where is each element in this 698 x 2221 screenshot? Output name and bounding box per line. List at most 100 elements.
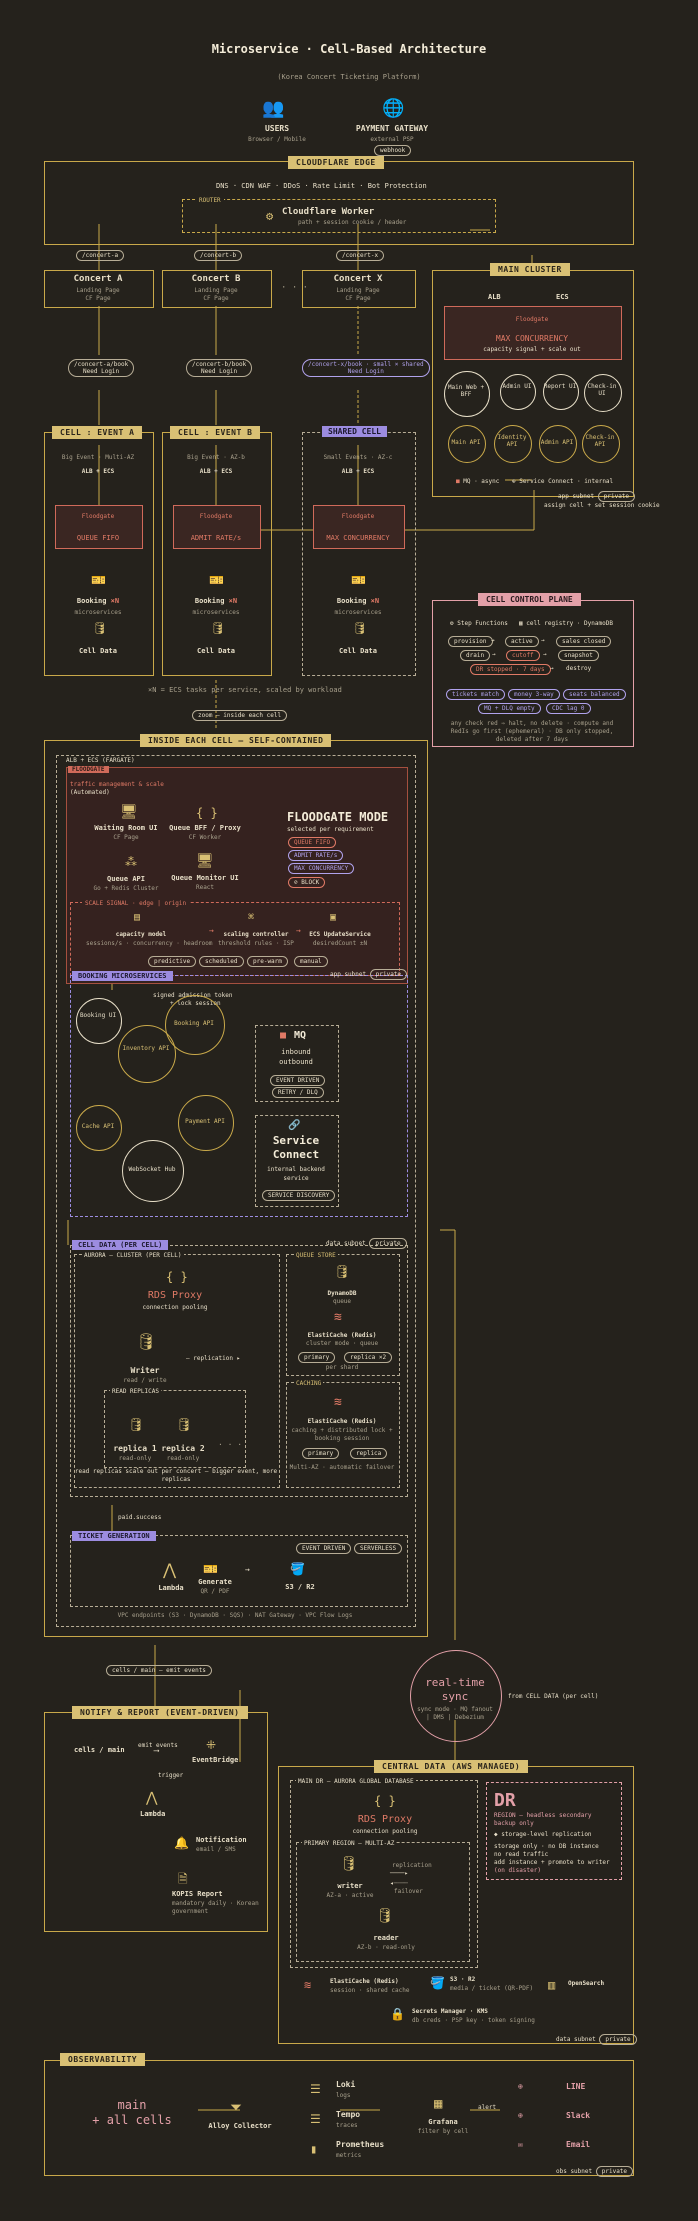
route-b[interactable]: /concert-b <box>194 250 243 261</box>
svc-websocket-hub[interactable] <box>122 1140 184 1202</box>
s3-r2: S3 / R2 <box>285 1583 315 1591</box>
cell-b-booking: Booking ×N <box>194 597 238 605</box>
dashboard-icon: ▦ <box>434 2096 443 2112</box>
central-failover: failover <box>394 1888 423 1895</box>
concert-a-box[interactable] <box>44 270 154 308</box>
floodgate-mode-sub: selected per requirement <box>287 826 374 833</box>
svc-admin-ui[interactable] <box>500 374 536 410</box>
svc-payment-api[interactable] <box>178 1095 234 1151</box>
mq-title: MQ <box>294 1030 307 1041</box>
concert-x-box[interactable] <box>302 270 416 308</box>
svc-checkin-api[interactable] <box>582 425 620 463</box>
floodgate-area <box>66 767 408 984</box>
webhook-tag: webhook <box>374 145 412 156</box>
list-icon: ☰ <box>310 2112 321 2126</box>
mode-block[interactable]: ⊘ BLOCK <box>288 877 326 888</box>
concert-b-box[interactable] <box>162 270 272 308</box>
dr-box <box>486 1782 622 1880</box>
page-title: Microservice · Cell-Based Architecture <box>211 42 487 56</box>
database-icon: 🛢 <box>334 1265 351 1280</box>
scaling-controller-sub: threshold rules · ISP <box>218 940 294 947</box>
multi-az: Multi-AZ · automatic failover <box>289 1464 395 1471</box>
redis-icon: ≋ <box>334 1395 342 1410</box>
central-secrets: Secrets Manager · KMS <box>412 2008 488 2015</box>
tg-event-driven: EVENT DRIVEN <box>296 1543 352 1554</box>
arrow: → <box>491 637 495 644</box>
cp-flow-destroy: destroy <box>566 665 592 672</box>
svc-booking-ui[interactable] <box>76 998 122 1044</box>
shared-cell-fg: Floodgate <box>341 513 375 520</box>
notify-label: NOTIFY & REPORT (EVENT-DRIVEN) <box>72 1706 248 1719</box>
cp-flow-cutoff: cutoff <box>506 650 540 661</box>
shared-cell-booking: Booking ×N <box>336 597 380 605</box>
mode-admit-rate[interactable]: ADMIT RATE/s <box>288 850 344 861</box>
cell-a-fg: Floodgate <box>81 513 115 520</box>
database-icon: 🛢 <box>128 1418 145 1433</box>
cell-a-event: Big Event · Multi-AZ <box>61 454 135 461</box>
svc-main-api[interactable] <box>448 425 486 463</box>
replica-2-sub: read-only <box>166 1455 200 1462</box>
tempo: Tempo <box>336 2110 361 2119</box>
route-a[interactable]: /concert-a <box>76 250 125 261</box>
ec-redis-sub: cluster mode · queue <box>305 1340 379 1347</box>
concert-a-name: Concert A <box>73 274 123 284</box>
central-secrets-sub: db creds · PSP key · token signing <box>412 2017 535 2024</box>
generate-sub: QR / PDF <box>200 1588 230 1595</box>
main-ecs: ECS <box>556 293 569 301</box>
ticket-gen-label: TICKET GENERATION <box>72 1531 156 1541</box>
ticket-icon: 🎫 <box>203 1562 218 1576</box>
svc-inventory-api[interactable] <box>118 1025 176 1083</box>
central-reader-sub: AZ-b · read-only <box>357 1944 415 1951</box>
notify-src: cells / main <box>74 1746 125 1754</box>
arrow: → <box>543 651 547 658</box>
database-icon: 🛢 <box>340 1856 358 1872</box>
concert-a-sub2: CF Page <box>85 295 111 302</box>
cell-a-data: Cell Data <box>79 647 117 655</box>
cell-a-floodgate <box>55 505 143 549</box>
arrow: ◂┈┈┈┈ <box>390 1880 409 1887</box>
line: LINE <box>566 2082 586 2091</box>
svc-cache-api[interactable] <box>76 1105 122 1151</box>
sc-sub1: internal backend <box>267 1166 325 1173</box>
mode-max-concurrency[interactable]: MAX CONCURRENCY <box>288 863 355 874</box>
realtime-title1: real-time <box>425 1676 485 1689</box>
sc-discovery: SERVICE DISCOVERY <box>262 1190 336 1201</box>
mode-queue-fifo[interactable]: QUEUE FIFO <box>288 837 337 848</box>
route-x[interactable]: /concert-x <box>336 250 385 261</box>
router-label: ROUTER <box>196 197 224 204</box>
svc-main-web[interactable] <box>444 371 490 417</box>
shared-cell-ms: microservices <box>334 609 382 616</box>
cloudflare-worker-sub: path + session cookie / header <box>298 219 407 226</box>
auto-label: (Automated) <box>70 789 110 796</box>
lock-icon: 🔒 <box>390 2007 405 2021</box>
loki: Loki <box>336 2080 356 2089</box>
chart-icon: ▤ <box>134 912 141 923</box>
main-app-subnet: app subnet private <box>558 491 636 502</box>
ticket-icon: 🎫 <box>351 573 366 587</box>
svc-identity-api[interactable] <box>494 425 532 463</box>
lambda-icon: ⋀ <box>163 1560 177 1579</box>
central-s3: S3 · R2 <box>450 1976 476 1983</box>
central-ec: ElastiCache (Redis) <box>330 1978 399 1985</box>
router-box <box>182 199 496 233</box>
aurora-label: AURORA — CLUSTER (PER CELL) <box>82 1252 184 1259</box>
waiting-room-sub: CF Page <box>113 834 139 841</box>
cell-b-ms: microservices <box>192 609 240 616</box>
obs-main1: main <box>117 2098 147 2112</box>
payment-gateway-label: PAYMENT GATEWAY <box>355 124 429 133</box>
concert-b-sub2: CF Page <box>203 295 229 302</box>
svc-report-ui[interactable] <box>543 374 579 410</box>
arrow: → <box>296 926 301 935</box>
tg-serverless: SERVERLESS <box>354 1543 403 1554</box>
svc-checkin-ui[interactable] <box>584 374 622 412</box>
svc-booking-api[interactable] <box>165 995 225 1055</box>
svc-admin-api[interactable] <box>539 425 577 463</box>
svc-identity-api-label: Identity API <box>497 434 527 448</box>
arrow: → <box>492 651 496 658</box>
rds-proxy: RDS Proxy <box>147 1290 203 1301</box>
email-icon: ✉ <box>518 2140 523 2149</box>
